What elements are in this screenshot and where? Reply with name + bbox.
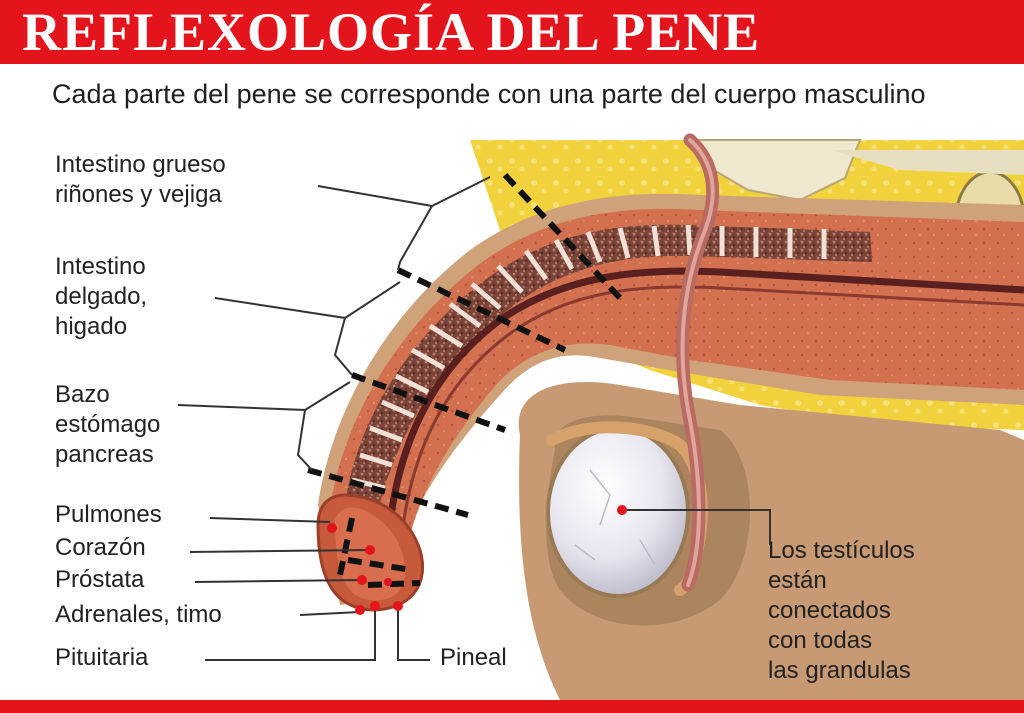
- marker-dots: [327, 505, 627, 615]
- page-subtitle: Cada parte del pene se corresponde con u…: [52, 79, 926, 109]
- label-pituitaria: Pituitaria: [55, 644, 149, 671]
- corpus-spongiosum: [345, 224, 872, 510]
- label-intestino-delgado: Intestino delgado, higado: [55, 253, 148, 340]
- zone-dividers: [307, 172, 623, 588]
- label-intestino-grueso: Intestino grueso riñones y vejiga: [55, 151, 226, 208]
- label-testiculos: Los testículos están conectados con toda…: [768, 537, 915, 684]
- leader-lines: [177, 176, 771, 661]
- label-adrenales: Adrenales, timo: [55, 601, 222, 628]
- label-pulmones: Pulmones: [55, 501, 162, 528]
- label-prostata: Próstata: [55, 566, 145, 593]
- page-title: REFLEXOLOGÍA DEL PENE: [22, 2, 761, 62]
- label-bazo: Bazo estómago pancreas: [55, 381, 161, 468]
- label-pineal: Pineal: [440, 644, 507, 671]
- title-bar: [0, 0, 1024, 64]
- bottom-bar: [0, 700, 1024, 713]
- label-corazon: Corazón: [55, 534, 146, 561]
